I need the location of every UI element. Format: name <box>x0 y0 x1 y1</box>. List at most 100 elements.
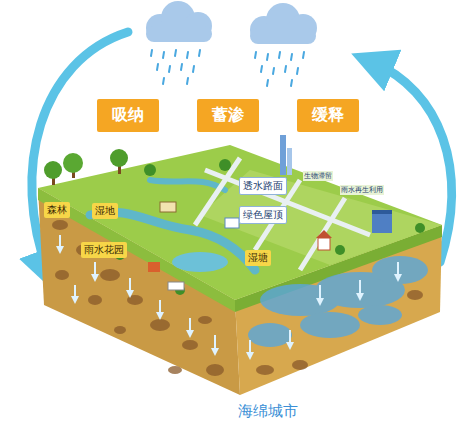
rain-drop <box>291 54 292 60</box>
soil-stone <box>88 295 102 305</box>
rain-drop <box>151 50 304 86</box>
tree <box>44 149 425 295</box>
rain-drop <box>291 80 292 86</box>
building <box>316 230 332 238</box>
seepage-arrow <box>289 330 291 346</box>
rain-drop <box>273 68 274 74</box>
rain-drop <box>303 52 304 58</box>
road <box>195 158 240 225</box>
river <box>150 180 225 190</box>
seepage-arrow <box>249 340 251 356</box>
rain-cloud <box>146 1 317 44</box>
soil-stone <box>52 220 68 230</box>
soil-stone <box>114 326 126 334</box>
node-text: 吸纳 <box>112 105 144 126</box>
building <box>372 210 392 214</box>
road <box>300 198 345 270</box>
soil-stone <box>198 316 212 324</box>
building <box>225 218 239 228</box>
process-box: 蓄渗 <box>197 99 259 132</box>
green-surface <box>38 145 442 300</box>
rain-drop <box>267 80 268 86</box>
node-text: 雨水花园 <box>84 243 124 257</box>
seepage-arrow <box>159 300 161 316</box>
building <box>160 202 176 212</box>
place-tag: 湿塘 <box>245 250 271 266</box>
place-label: 雨水再生利用 <box>340 185 384 195</box>
tree <box>415 223 425 233</box>
node-text: 湿塘 <box>248 251 268 265</box>
rain-drop <box>261 66 262 72</box>
building <box>280 135 286 175</box>
seepage-arrow <box>214 335 216 352</box>
seepage-arrow <box>397 262 399 278</box>
groundwater <box>248 323 292 347</box>
groundwater <box>372 256 428 284</box>
building <box>168 282 184 290</box>
soil-stone <box>55 270 69 280</box>
place-tag: 森林 <box>44 202 70 218</box>
place-label: 生物滞留 <box>303 171 333 181</box>
rain-drop <box>285 66 286 72</box>
soil-stone <box>100 269 120 281</box>
place-tag: 透水路面 <box>239 177 287 195</box>
soil-stone <box>407 290 423 300</box>
node-text: 蓄渗 <box>212 105 244 126</box>
rain-drop <box>187 52 188 58</box>
soil-block <box>235 225 442 395</box>
place-tag: 绿色屋顶 <box>239 206 287 224</box>
green-surface <box>38 145 442 300</box>
rain-drop <box>267 54 268 60</box>
node-text: 绿色屋顶 <box>243 208 283 222</box>
node-text: 缓释 <box>312 105 344 126</box>
process-box: 缓释 <box>297 99 359 132</box>
rain-drop <box>297 68 298 74</box>
seepage-arrow <box>59 235 61 250</box>
rain-drop <box>193 66 194 72</box>
tree <box>44 161 62 179</box>
building <box>318 238 330 250</box>
pond <box>172 252 228 272</box>
seepage-arrow <box>359 280 361 297</box>
tree <box>110 149 128 167</box>
rain-drop <box>163 52 164 58</box>
seepage-arrow <box>94 262 96 278</box>
building <box>287 148 292 175</box>
rain-drop <box>169 66 170 72</box>
tree <box>335 245 345 255</box>
rain-drop <box>279 52 280 58</box>
rain-cloud <box>250 28 316 44</box>
node-text: 透水路面 <box>243 179 283 193</box>
rain-cloud <box>146 26 212 42</box>
seepage-arrow <box>129 278 131 294</box>
caption: 海绵城市 <box>238 402 298 421</box>
groundwater <box>358 305 402 325</box>
rain-drop <box>255 52 256 58</box>
soil-stone <box>127 295 143 305</box>
rain-drop <box>163 78 164 84</box>
place-tag: 湿地 <box>92 203 118 219</box>
place-tag: 雨水花园 <box>81 242 127 258</box>
tree <box>219 159 231 171</box>
soil-stone <box>256 365 274 375</box>
seepage-arrow <box>319 285 321 302</box>
rain-drop <box>175 50 176 56</box>
building <box>148 135 392 290</box>
rain-drop <box>187 78 188 84</box>
node-text: 湿地 <box>95 204 115 218</box>
tree <box>144 164 156 176</box>
tree <box>63 153 83 173</box>
pond <box>172 252 228 272</box>
building <box>148 262 160 272</box>
soil-stone <box>150 319 170 331</box>
soil-stone <box>182 340 198 350</box>
rain-drop <box>151 50 152 56</box>
node-text: 森林 <box>47 203 67 217</box>
rain-drop <box>199 50 200 56</box>
seepage-arrow <box>74 285 76 300</box>
soil-stone <box>292 360 308 370</box>
building <box>372 213 392 233</box>
soil-stone <box>206 364 224 376</box>
groundwater <box>300 312 360 338</box>
